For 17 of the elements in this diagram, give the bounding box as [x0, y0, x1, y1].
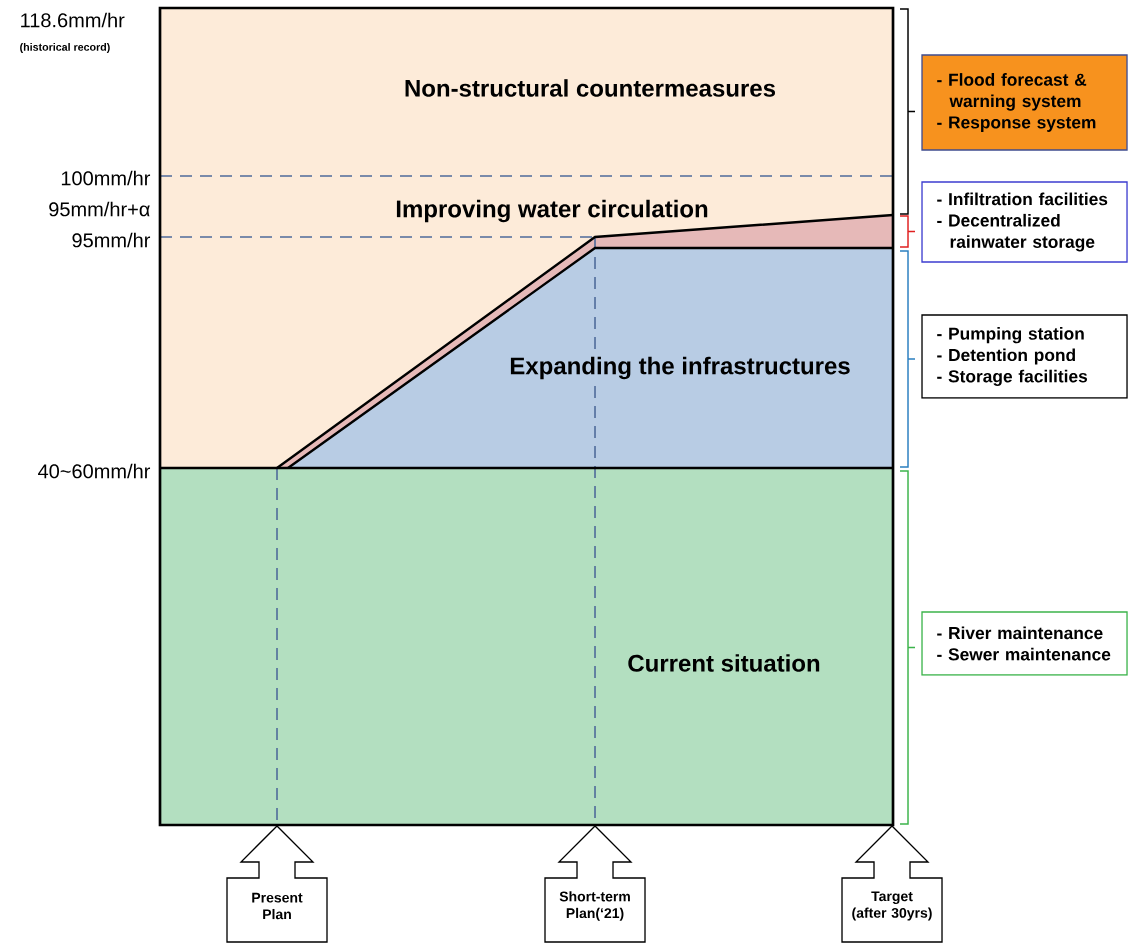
axis-label: 40~60mm/hr [38, 463, 151, 479]
axis-label: 100mm/hr [61, 170, 151, 186]
area-label: Expanding the infrastructures [510, 356, 850, 380]
axis-label: 118.6mm/hr [21, 12, 125, 28]
area-label: Current situation [628, 654, 820, 672]
axis-label: (historical record) [20, 43, 110, 53]
area-label: Improving water circulation [396, 199, 708, 223]
measure-box: - Flood forecast & warning system - Response system [921, 54, 1128, 151]
axis-label: 95mm/hr [72, 232, 151, 248]
block-arrow-box: Short-term Plan(‘21) [544, 825, 646, 943]
axis-label: 95mm/hr+α [49, 201, 150, 217]
measure-box: - River maintenance - Sewer maintenance [921, 611, 1128, 676]
measure-box: - Pumping station - Detention pond - Storage facilities [921, 314, 1128, 399]
area-label: Non-structural countermeasures [405, 79, 775, 97]
block-arrow-box: Present Plan [226, 825, 328, 943]
measure-box: - Infiltration facilities - Decentralized rainwater storage [921, 181, 1128, 263]
block-arrow-box: Target (after 30yrs) [841, 825, 943, 943]
